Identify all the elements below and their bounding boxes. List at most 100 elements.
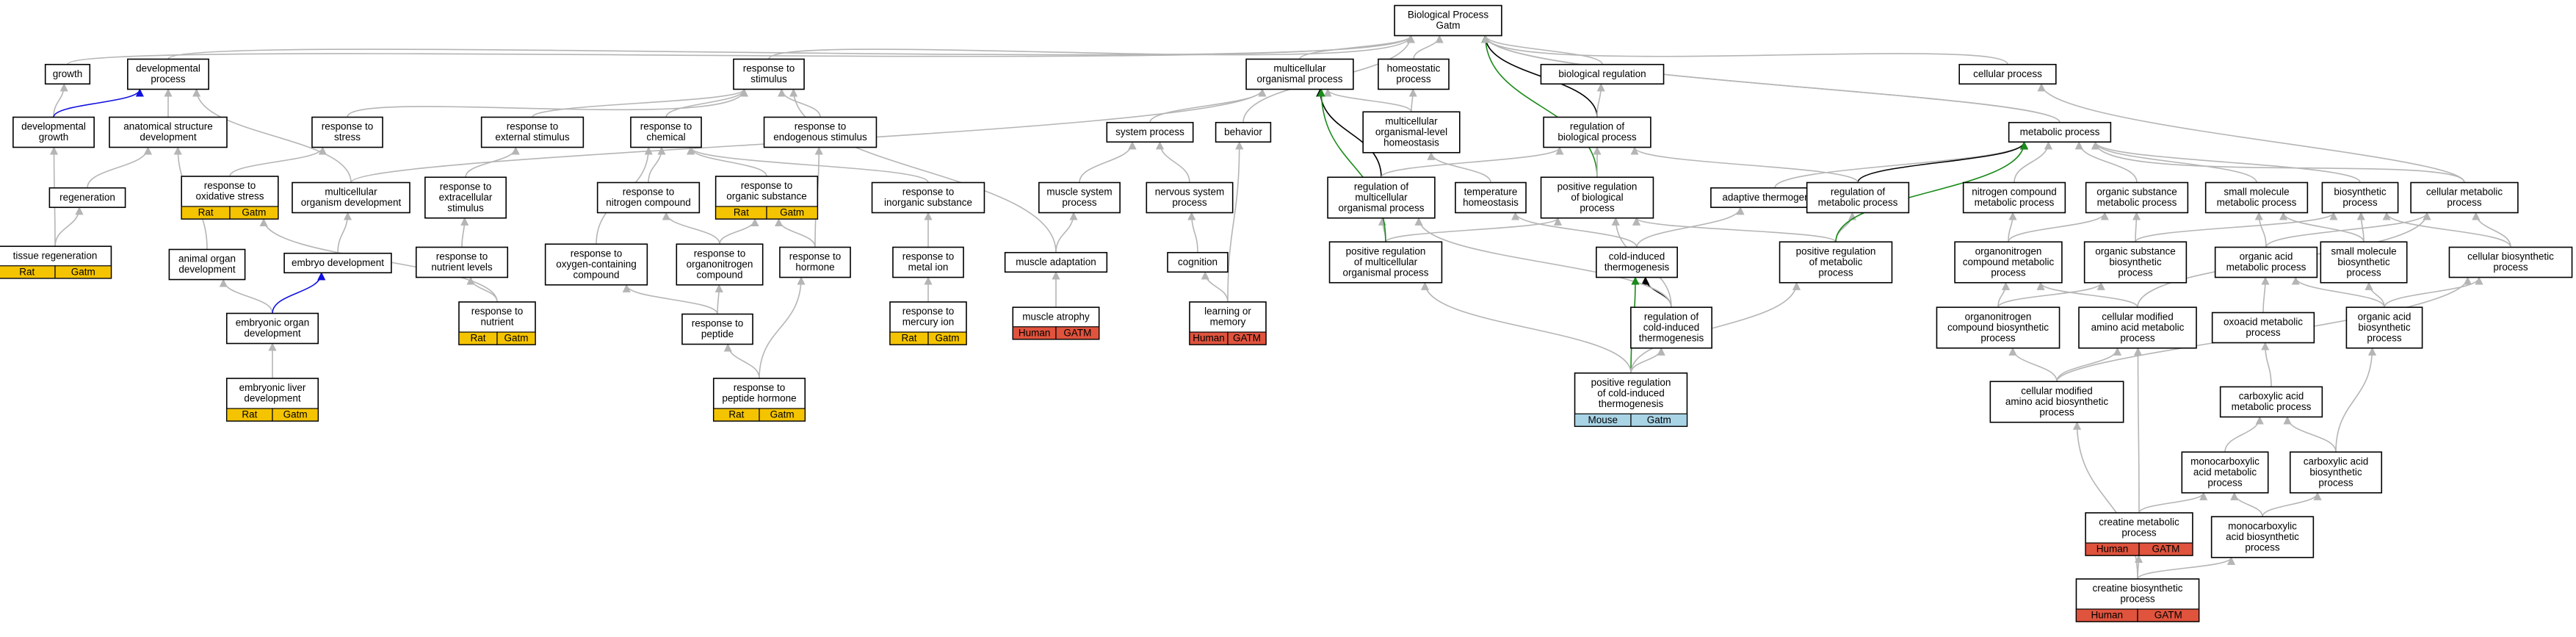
edge-orgsubbiosynth-to-biosynth [2135,212,2338,242]
edge-embryoorgan-to-animorgan [219,278,273,314]
term-label-line: response to [692,318,744,329]
term-box [544,243,648,286]
edge-creatmetab-to-monocarbmetab [2138,492,2208,514]
term-label-line: anatomical structure [123,121,213,132]
term-label-line: response to [789,251,842,262]
edge-posregmetab-to-regmetab [1835,212,1857,242]
term-box [2008,121,2112,143]
term-box [2410,181,2519,214]
term-box [1146,181,1234,214]
edge-regcoldthermo-to-regmulti [1414,217,1672,308]
gene-tag-cell [496,331,536,345]
term-label-line: process [1172,197,1207,208]
term-box [311,116,383,148]
term-label-line: organismal process [1338,202,1424,213]
edge-rinorg-to-rchem [687,146,929,183]
go-term-regen: regeneration [48,187,126,209]
term-label-line: process [2118,267,2153,278]
edge-creatmetab-to-cellmodaa [2133,347,2143,514]
edge-posregmetab-to-metab [1835,141,2029,242]
edge-musclesys-to-sysproc [1079,141,1137,183]
edge-rchem-to-rstim [665,88,748,118]
edge-tissueregen-to-regen [54,206,84,247]
term-box [681,313,753,345]
edge-regcoldthermo-to-coldthermo [1641,276,1672,308]
edge-muscleadapt-to-musclesys [1055,212,1078,253]
term-box [763,116,878,148]
species-tag: Rat [734,207,749,218]
gene-tag: Gatm [283,409,308,420]
edge-regen-to-anatdev [87,146,153,188]
edge-carbbio-to-carboxmetab [2283,416,2337,453]
term-box [12,116,95,148]
term-label-line: response to [743,63,795,74]
term-label-line: of biological [1571,192,1623,203]
gene-tag: Gatm [780,207,804,218]
term-label-line: oxoacid metabolic [2224,317,2303,328]
gene-tag: GATM [2154,610,2182,621]
edge-orgacidbio-to-smallmolbio [2365,281,2385,308]
edge-rstress-to-rstim [347,88,748,118]
term-label-line: muscle adaptation [1016,256,1096,267]
term-label-line: stress [334,132,361,143]
term-label-line: biological regulation [1558,68,1646,79]
edge-rext-to-rstim [532,88,748,118]
edge-regbio-to-bioreg [1596,83,1605,118]
edge-nitrometab-to-metab [2014,141,2053,183]
term-box [2219,386,2323,418]
term-label-line: response to [734,382,786,393]
term-label-line: process [2245,541,2280,553]
gene-tag-cell [2138,542,2193,556]
species-tag: Human [2091,610,2123,621]
term-label-line: multicellular [325,187,377,198]
term-label-line: cold-induced [1643,322,1700,333]
term-box [596,181,701,214]
gene-tag: Gatm [504,333,528,344]
term-label-line: embryonic organ [236,317,310,328]
term-label-line: stimulus [750,73,787,84]
term-box [1038,181,1121,214]
go-term-growth: growth [44,63,91,85]
term-box [871,181,985,214]
term-box [1106,121,1194,143]
go-term-metab: metabolic process [2008,121,2112,143]
edge-cellmodaabio-to-organonitrobio [2008,347,2058,382]
term-box [2083,241,2188,284]
term-label-line: positive regulation [1346,245,1426,256]
term-label-line: development [178,264,236,275]
term-label-line: organonitrogen [1965,311,2032,322]
term-label-line: oxidative stress [195,191,264,202]
gene-tag-cell [1227,331,1267,345]
term-label-line: of multicellular [1354,256,1418,267]
term-label-line: organic acid [2240,251,2293,262]
term-label-line: hormone [795,262,834,273]
species-tag: Rat [242,409,257,420]
term-label-line: multicellular [1385,115,1438,126]
edge-smallmolbio-to-biosynth [2356,212,2365,242]
term-label-line: metabolic process [2097,197,2177,208]
edge-posregmetab-to-posregbio [1632,217,1837,243]
term-box [1936,306,2061,349]
term-label-line: process [2120,332,2155,343]
term-label-line: response to [204,180,256,191]
term-box [733,58,805,90]
